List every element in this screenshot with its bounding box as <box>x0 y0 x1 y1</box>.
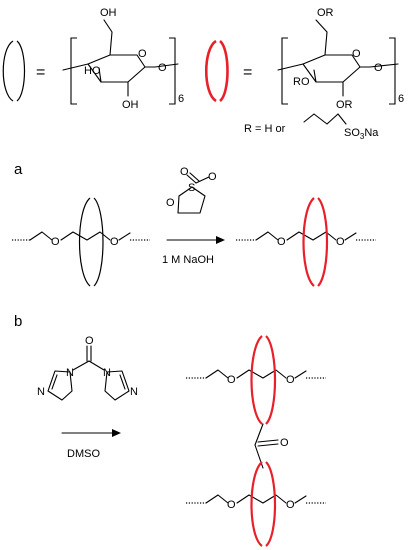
cdi-nitrogen-1: N <box>66 367 74 379</box>
sultone-sulfur: S <box>188 182 195 194</box>
solvent-label: DMSO <box>67 448 100 460</box>
native-cyclodextrin-ring-icon <box>2 40 26 102</box>
cdi-carbonyl-oxygen: O <box>85 335 94 347</box>
modified-ring-icon-b2 <box>250 461 277 547</box>
chain-oxygen-b1: O <box>227 374 236 386</box>
chain-oxygen-a4: O <box>336 236 345 248</box>
repeat-count-1: 6 <box>178 93 184 105</box>
oh-top-label: OH <box>100 7 117 19</box>
panel-a: a O O O O S O 1 M NaOH O O <box>12 161 376 287</box>
ro-left-label: RO <box>293 76 310 88</box>
glucose-unit: 6 OH HO OH O O <box>62 7 184 111</box>
chain-oxygen-b4: O <box>286 499 295 511</box>
chain-oxygen-a3: O <box>277 236 286 248</box>
or-top-label: OR <box>317 7 334 19</box>
native-ring-icon-a <box>78 197 104 287</box>
link-oxygen-label: O <box>158 62 167 74</box>
oh-bottom-label: OH <box>122 99 139 111</box>
repeat-count-2: 6 <box>398 93 404 105</box>
sultone-oxygen-1: O <box>180 166 189 178</box>
chain-oxygen-b3: O <box>227 499 236 511</box>
modified-ring-icon-a <box>302 197 329 287</box>
reaction-condition-a: 1 M NaOH <box>162 254 214 266</box>
modified-link-oxygen-label: O <box>374 62 383 74</box>
crosslink-carbonyl-oxygen: O <box>280 437 289 449</box>
modified-ring-icon-b1 <box>250 335 277 425</box>
sultone-ring-oxygen: O <box>166 197 175 209</box>
r-group-prefix: R = H or <box>244 123 286 135</box>
chain-oxygen-b2: O <box>286 374 295 386</box>
modified-ring-oxygen-label: O <box>352 48 361 60</box>
r-group-definition: R = H or SO3Na <box>244 113 379 141</box>
panel-b-label: b <box>14 313 22 330</box>
cdi-nitrogen-3: N <box>103 367 111 379</box>
cdi-nitrogen-4: N <box>130 386 138 398</box>
sultone-oxygen-2: O <box>208 171 217 183</box>
or-bottom-label: OR <box>336 99 353 111</box>
modified-glucose-unit: 6 OR RO OR O O <box>277 7 404 111</box>
modified-cyclodextrin-ring-icon <box>205 39 229 103</box>
sulfonate-label: SO3Na <box>344 127 379 141</box>
carbonyldiimidazole-reagent: O N N N N <box>37 335 138 401</box>
equals-sign-1: = <box>36 64 45 81</box>
equals-sign-2: = <box>243 64 252 81</box>
panel-b: b O N N N N DMSO O O <box>14 313 326 547</box>
cdi-nitrogen-2: N <box>37 386 45 398</box>
ring-oxygen-label: O <box>138 48 147 60</box>
legend-row: = 6 OH HO OH O O = 6 <box>2 7 404 141</box>
chain-oxygen-a2: O <box>110 236 119 248</box>
ho-left-label: HO <box>84 65 101 77</box>
chain-oxygen-a1: O <box>51 236 60 248</box>
panel-a-label: a <box>14 161 23 178</box>
propane-sultone-reagent: O O S O <box>166 166 217 214</box>
